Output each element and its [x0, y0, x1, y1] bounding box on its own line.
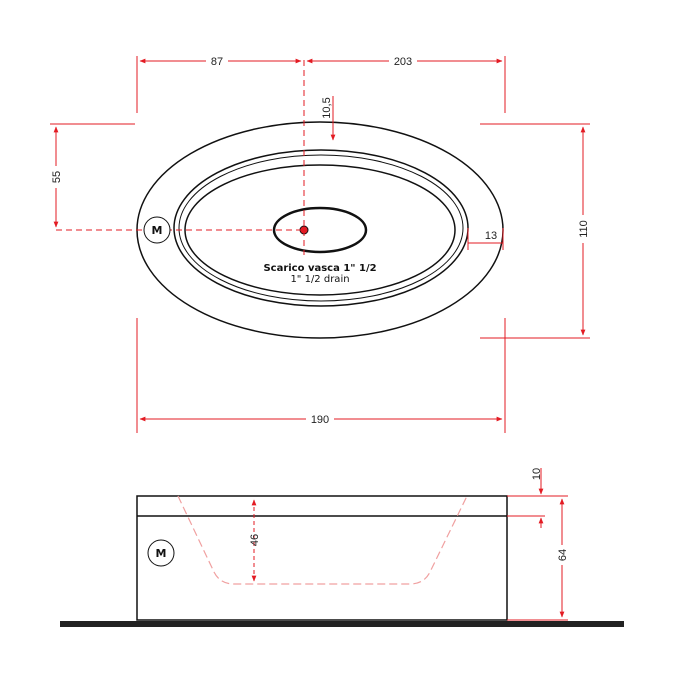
dim-55: 55	[51, 171, 63, 183]
dim-13: 13	[485, 230, 497, 242]
floor	[60, 621, 624, 627]
dim-64: 64	[557, 549, 569, 561]
drain-label-english: 1" 1/2 drain	[290, 274, 349, 285]
motor-badge-side-text: M	[156, 547, 167, 560]
drain-label-italian: Scarico vasca 1" 1/2	[263, 263, 376, 274]
dim-46: 46	[249, 534, 261, 546]
motor-badge-top-text: M	[152, 224, 163, 237]
dim-10: 10	[531, 468, 543, 480]
extension-lines-side	[507, 495, 568, 621]
basin-profile-hidden	[177, 495, 468, 585]
basin-bottom	[184, 164, 456, 296]
dim-87: 87	[211, 56, 223, 68]
dim-110: 110	[578, 220, 590, 238]
top-view: M Scarico vasca 1" 1/2 1" 1/2 drain 87 2…	[49, 54, 590, 433]
motor-badge-top: M	[143, 216, 171, 244]
dim-10-5: 10,5	[321, 97, 333, 118]
dim-190: 190	[311, 414, 329, 426]
dim-203: 203	[394, 56, 412, 68]
tub-body	[136, 495, 508, 621]
motor-badge-side: M	[147, 539, 175, 567]
extension-lines-top	[50, 56, 590, 433]
inner-rim-2	[178, 154, 464, 302]
drain-outline	[272, 206, 368, 254]
side-view: M 46 10 64	[60, 468, 624, 627]
